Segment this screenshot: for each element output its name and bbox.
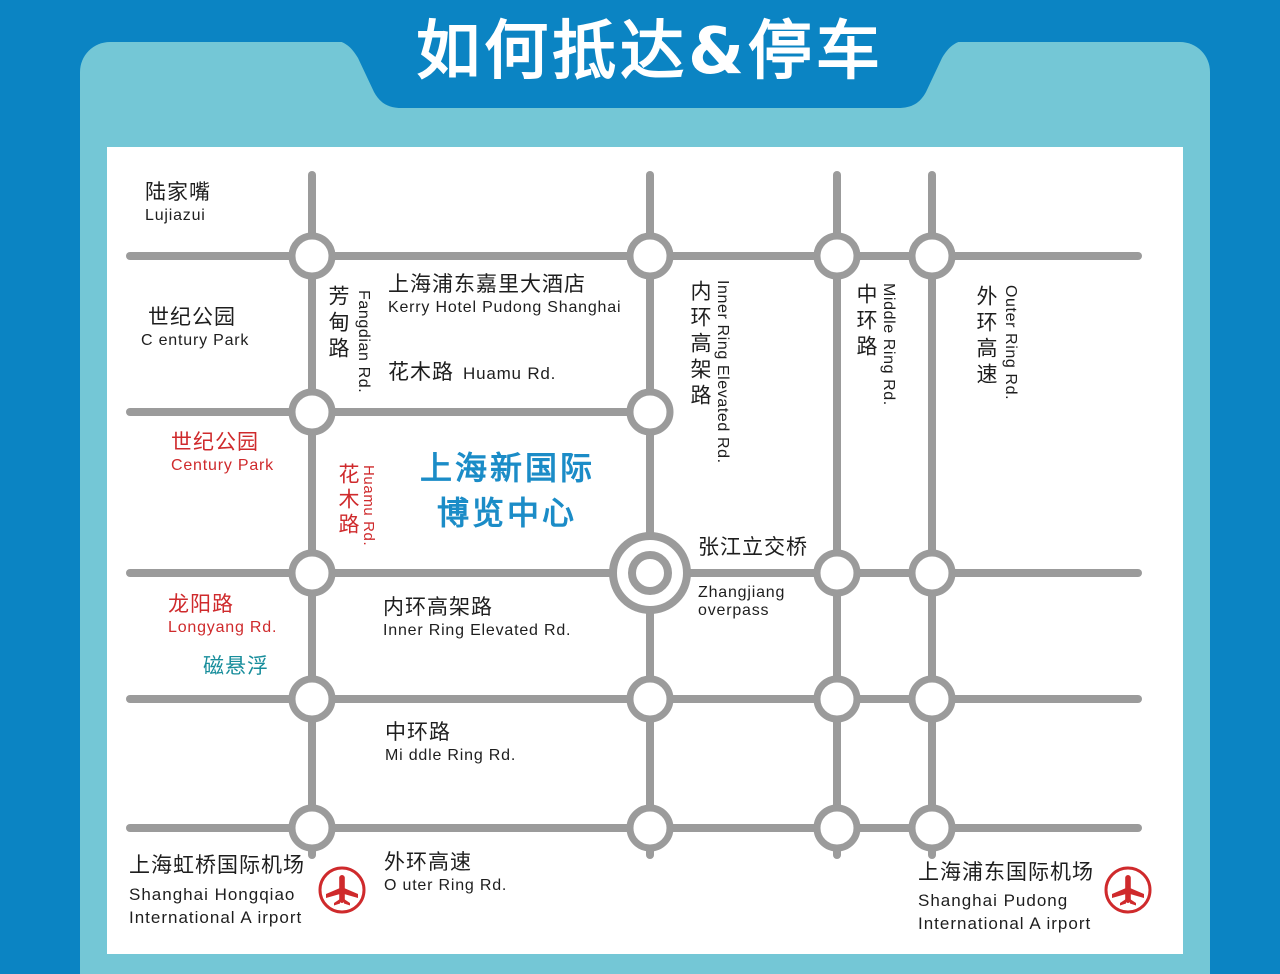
hongqiao-airport-label-en-1: Shanghai Hongqiao bbox=[129, 885, 296, 904]
intersection-node bbox=[626, 675, 674, 723]
huamu-road-horizontal-zh: 花木路 bbox=[388, 360, 454, 384]
outer-ring-horizontal-label-zh: 外环高速 bbox=[384, 850, 472, 874]
inner-ring-horizontal-label-zh: 内环高架路 bbox=[383, 595, 493, 619]
kerry-hotel-label-zh: 上海浦东嘉里大酒店 bbox=[388, 272, 586, 296]
middle-ring-horizontal-label-en: Mi ddle Ring Rd. bbox=[385, 747, 517, 764]
kerry-hotel-label-en: Kerry Hotel Pudong Shanghai bbox=[388, 299, 622, 316]
intersection-node bbox=[288, 388, 336, 436]
zhangjiang-overpass-label-en-1: Zhangjiang bbox=[698, 584, 786, 601]
middle-ring-vertical-label-en: Middle Ring Rd. bbox=[880, 283, 897, 406]
airplane-icon bbox=[318, 866, 366, 914]
huamu-road-horizontal-label: 花木路 Huamu Rd. bbox=[388, 362, 556, 383]
intersection-node bbox=[288, 232, 336, 280]
page-title: 如何抵达&停车 bbox=[416, 15, 884, 89]
intersection-node bbox=[813, 549, 861, 597]
inner-ring-vertical-label-en: Inner Ring Elevated Rd. bbox=[714, 280, 731, 464]
airplane-icon bbox=[1104, 866, 1152, 914]
intersection-node bbox=[908, 232, 956, 280]
venue-name-line2: 博览中心 bbox=[437, 494, 578, 532]
venue-name-line1: 上海新国际 bbox=[420, 449, 596, 487]
huamu-road-vertical-label-zh: 花木路 bbox=[336, 463, 360, 538]
zhangjiang-overpass-label-en-2: overpass bbox=[698, 602, 770, 619]
century-park-north-label-en: C entury Park bbox=[141, 332, 250, 349]
intersection-node bbox=[626, 388, 674, 436]
century-park-north-label-zh: 世纪公园 bbox=[148, 305, 236, 329]
intersection-node bbox=[626, 804, 674, 852]
outer-ring-vertical-label-en: Outer Ring Rd. bbox=[1002, 285, 1019, 401]
hongqiao-airport-label-en-2: International A irport bbox=[129, 908, 303, 927]
fangdian-road-label-zh: 芳甸路 bbox=[326, 285, 350, 363]
intersection-node bbox=[813, 804, 861, 852]
longyang-station-label-en: Longyang Rd. bbox=[168, 619, 278, 636]
pudong-airport-label-zh: 上海浦东国际机场 bbox=[918, 860, 1094, 884]
zhangjiang-overpass-node bbox=[609, 532, 691, 614]
intersection-node bbox=[288, 675, 336, 723]
lujiazui-label-zh: 陆家嘴 bbox=[145, 180, 211, 204]
middle-ring-vertical-label-zh: 中环路 bbox=[854, 283, 878, 361]
inner-ring-horizontal-label-en: Inner Ring Elevated Rd. bbox=[383, 622, 572, 639]
intersection-node bbox=[813, 675, 861, 723]
intersection-node bbox=[908, 675, 956, 723]
outer-ring-horizontal-label-en: O uter Ring Rd. bbox=[384, 877, 508, 894]
longyang-station-label-zh: 龙阳路 bbox=[168, 592, 234, 616]
pudong-airport-label-en-2: International A irport bbox=[918, 914, 1092, 933]
intersection-node bbox=[626, 232, 674, 280]
intersection-node bbox=[908, 549, 956, 597]
hongqiao-airport-label-zh: 上海虹桥国际机场 bbox=[129, 853, 305, 877]
intersection-node bbox=[908, 804, 956, 852]
maglev-label: 磁悬浮 bbox=[203, 654, 269, 678]
fangdian-road-label-en: Fangdian Rd. bbox=[355, 290, 372, 394]
century-park-station-label-en: Century Park bbox=[171, 457, 274, 474]
intersection-node bbox=[813, 232, 861, 280]
outer-ring-vertical-label-zh: 外环高速 bbox=[974, 285, 998, 389]
huamu-road-horizontal-en: Huamu Rd. bbox=[463, 364, 557, 383]
pudong-airport-label-en-1: Shanghai Pudong bbox=[918, 891, 1069, 910]
intersection-node bbox=[288, 549, 336, 597]
lujiazui-label-en: Lujiazui bbox=[145, 207, 206, 224]
middle-ring-horizontal-label-zh: 中环路 bbox=[385, 720, 451, 744]
huamu-road-vertical-label-en: Huamu Rd. bbox=[360, 465, 377, 547]
intersection-node bbox=[288, 804, 336, 852]
century-park-station-label-zh: 世纪公园 bbox=[171, 430, 259, 454]
zhangjiang-overpass-label-zh: 张江立交桥 bbox=[698, 535, 808, 559]
inner-ring-vertical-label-zh: 内环高架路 bbox=[688, 280, 712, 410]
